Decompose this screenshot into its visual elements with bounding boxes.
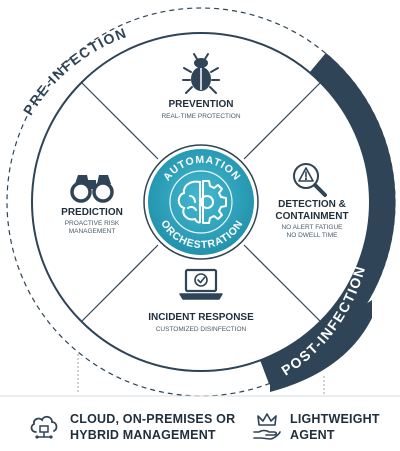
bug-icon	[182, 53, 220, 94]
detection-subtitle-2: NO DWELL TIME	[287, 232, 339, 239]
brain-icon	[177, 180, 201, 224]
cloud-server-icon	[30, 415, 58, 439]
footer-cloud: CLOUD, ON-PREMISES OR HYBRID MANAGEMENT	[28, 411, 235, 443]
prediction-subtitle-1: PROACTIVE RISK	[65, 220, 120, 227]
warning-magnifier-icon	[293, 163, 327, 197]
laptop-check-icon	[179, 268, 223, 300]
divider-bottom-left	[81, 244, 159, 322]
gear-icon	[200, 180, 227, 224]
center-hub: AUTOMATION ORCHESTRATION	[143, 144, 259, 260]
post-infection-tab	[270, 300, 372, 392]
footer-cloud-line-1: CLOUD, ON-PREMISES OR	[70, 412, 236, 426]
detection-segment: DETECTION & CONTAINMENT NO ALERT FATIGUE…	[275, 163, 349, 239]
footer-agent-line-2: AGENT	[290, 428, 335, 442]
prediction-title: PREDICTION	[61, 207, 123, 218]
detection-title-1: DETECTION &	[278, 199, 346, 210]
prediction-segment: PREDICTION PROACTIVE RISK MANAGEMENT	[61, 175, 123, 235]
detection-title-2: CONTAINMENT	[275, 211, 348, 222]
response-subtitle: CUSTOMIZED DISINFECTION	[156, 326, 247, 333]
footer-cloud-line-2: HYBRID MANAGEMENT	[70, 428, 216, 442]
divider-bottom-right	[243, 244, 321, 322]
prevention-subtitle: REAL-TIME PROTECTION	[161, 113, 240, 120]
prediction-subtitle-2: MANAGEMENT	[69, 228, 116, 235]
divider-top-right	[243, 82, 321, 160]
footer-agent-line-1: LIGHTWEIGHT	[290, 412, 380, 426]
response-segment: INCIDENT RESPONSE CUSTOMIZED DISINFECTIO…	[148, 268, 254, 333]
prevention-title: PREVENTION	[168, 99, 233, 110]
footer-agent: LIGHTWEIGHT AGENT	[252, 411, 380, 443]
binoculars-icon	[70, 175, 114, 203]
detection-subtitle-1: NO ALERT FATIGUE	[281, 224, 343, 231]
prevention-segment: PREVENTION REAL-TIME PROTECTION	[161, 53, 241, 120]
divider-top-left	[81, 82, 159, 160]
crown-hand-icon	[253, 413, 281, 440]
response-title: INCIDENT RESPONSE	[148, 312, 254, 323]
